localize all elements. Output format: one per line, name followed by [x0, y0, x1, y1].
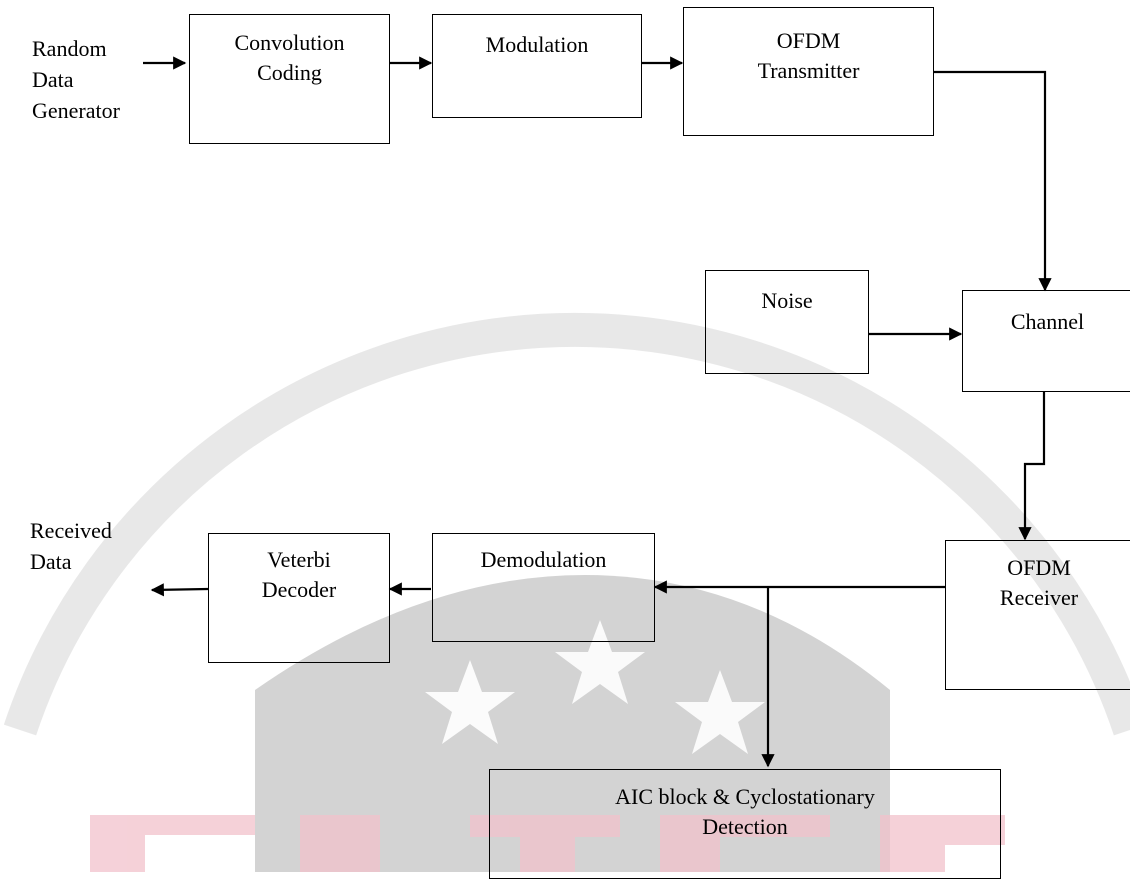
- input-label: Random Data Generator: [32, 36, 120, 123]
- convolution-coding-block: Convolution Coding: [189, 14, 390, 144]
- watermark-brand-letters: [90, 815, 1005, 872]
- modulation-block: Modulation: [432, 14, 642, 118]
- aic-detection-label: AIC block & Cyclostationary Detection: [615, 784, 875, 839]
- modulation-label: Modulation: [485, 32, 589, 57]
- veterbi-decoder-label: Veterbi Decoder: [261, 547, 337, 602]
- demodulation-block: Demodulation: [432, 533, 655, 642]
- veterbi-decoder-block: Veterbi Decoder: [208, 533, 390, 663]
- channel-label: Channel: [1010, 309, 1085, 334]
- ofdm-receiver-block: OFDM Receiver: [945, 540, 1130, 690]
- ofdm-transmitter-block: OFDM Transmitter: [683, 7, 934, 136]
- arrow-channel-to-receiver: [1018, 392, 1046, 541]
- aic-detection-block: AIC block & Cyclostationary Detection: [489, 769, 1001, 879]
- demodulation-label: Demodulation: [480, 547, 607, 572]
- noise-label: Noise: [761, 288, 813, 313]
- arrow-transmitter-to-channel: [934, 70, 1052, 292]
- watermark-stars: [425, 620, 765, 754]
- output-label: Received Data: [30, 518, 112, 574]
- channel-block: Channel: [962, 290, 1130, 392]
- convolution-coding-label: Convolution Coding: [234, 30, 345, 85]
- arrow-decoder-to-output: [150, 583, 209, 597]
- noise-block: Noise: [705, 270, 869, 374]
- watermark-outer-arc: [3, 313, 1130, 736]
- watermark-dome: [255, 575, 890, 872]
- ofdm-receiver-label: OFDM Receiver: [999, 555, 1079, 610]
- ofdm-transmitter-label: OFDM Transmitter: [757, 28, 860, 83]
